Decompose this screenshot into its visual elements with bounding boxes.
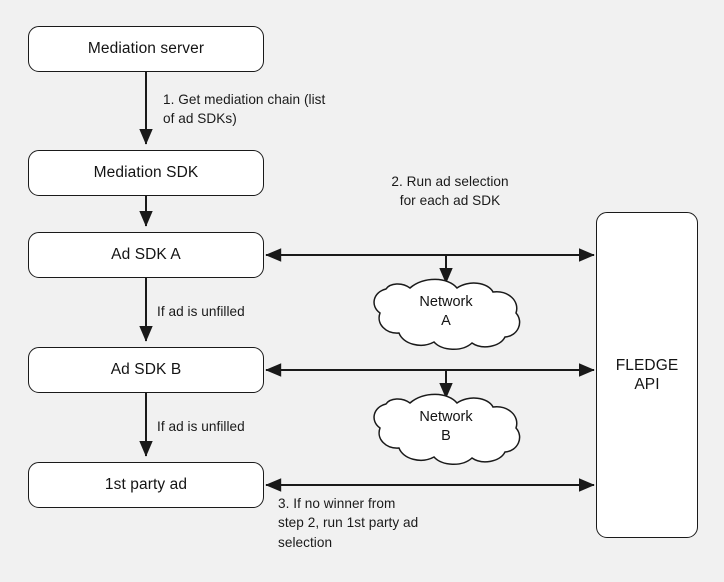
node-ad-sdk-a-label: Ad SDK A	[111, 246, 181, 264]
edge-label-step-3: 3. If no winner from step 2, run 1st par…	[278, 496, 419, 550]
network-b-cloud-shape	[373, 393, 521, 465]
node-mediation-server-label: Mediation server	[87, 40, 205, 58]
edge-label-ad-sdk-a-unfilled: If ad is unfilled	[157, 304, 245, 319]
edge-label-ad-sdk-b-unfilled: If ad is unfilled	[157, 419, 245, 434]
node-mediation-sdk-label: Mediation SDK	[93, 164, 199, 182]
node-ad-sdk-b-label: Ad SDK B	[110, 361, 182, 379]
node-fledge-api[interactable]: FLEDGE API	[596, 212, 698, 538]
node-mediation-sdk[interactable]: Mediation SDK	[28, 150, 264, 196]
edge-label-step-1: 1. Get mediation chain (list of ad SDKs)	[163, 92, 326, 127]
node-ad-sdk-b[interactable]: Ad SDK B	[28, 347, 264, 393]
node-ad-sdk-a[interactable]: Ad SDK A	[28, 232, 264, 278]
node-mediation-server[interactable]: Mediation server	[28, 26, 264, 72]
node-first-party-ad[interactable]: 1st party ad	[28, 462, 264, 508]
node-first-party-ad-label: 1st party ad	[104, 476, 188, 494]
node-fledge-api-label: FLEDGE API	[615, 356, 679, 393]
edge-label-step-2: 2. Run ad selection for each ad SDK	[391, 174, 509, 209]
network-a-cloud-shape	[373, 278, 521, 350]
